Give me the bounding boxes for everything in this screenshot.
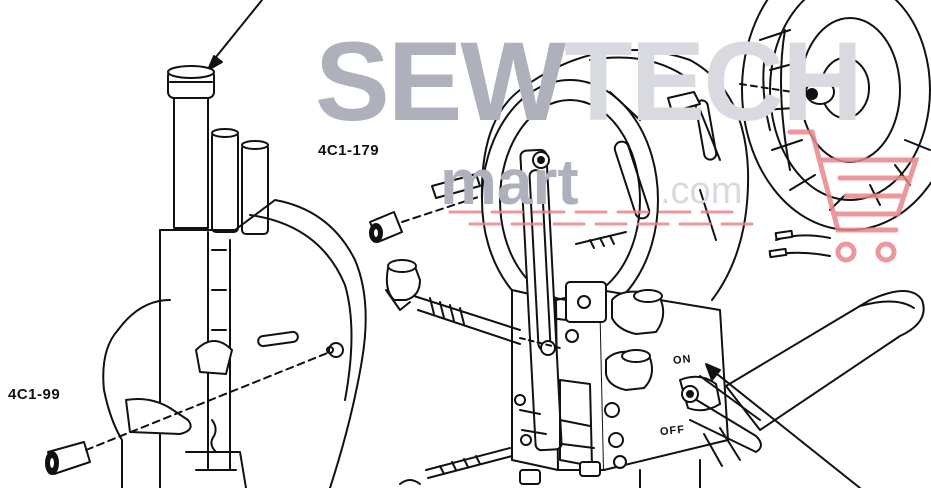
- alignment-line-99: [85, 351, 331, 451]
- knee-lever-handle: [679, 290, 925, 467]
- part-4c1-99-pin: [45, 441, 91, 475]
- needle-bar-tubes: [167, 65, 269, 235]
- leader-arrow-top: [207, 0, 263, 71]
- leader-arrow-bottom: [705, 363, 861, 488]
- switch-on-text: ON: [672, 353, 693, 367]
- motor-armature: [739, 0, 931, 259]
- part-4c1-179-bushing: [369, 211, 403, 243]
- watermark-graphics: [448, 129, 920, 263]
- machine-head-casting: [102, 199, 367, 488]
- part-label-4c1-99: 4C1-99: [8, 386, 61, 403]
- spring-rod: [385, 173, 627, 479]
- part-label-4c1-179: 4C1-179: [318, 142, 380, 159]
- shopping-cart-icon: [787, 129, 920, 263]
- base-fragments: [399, 459, 701, 488]
